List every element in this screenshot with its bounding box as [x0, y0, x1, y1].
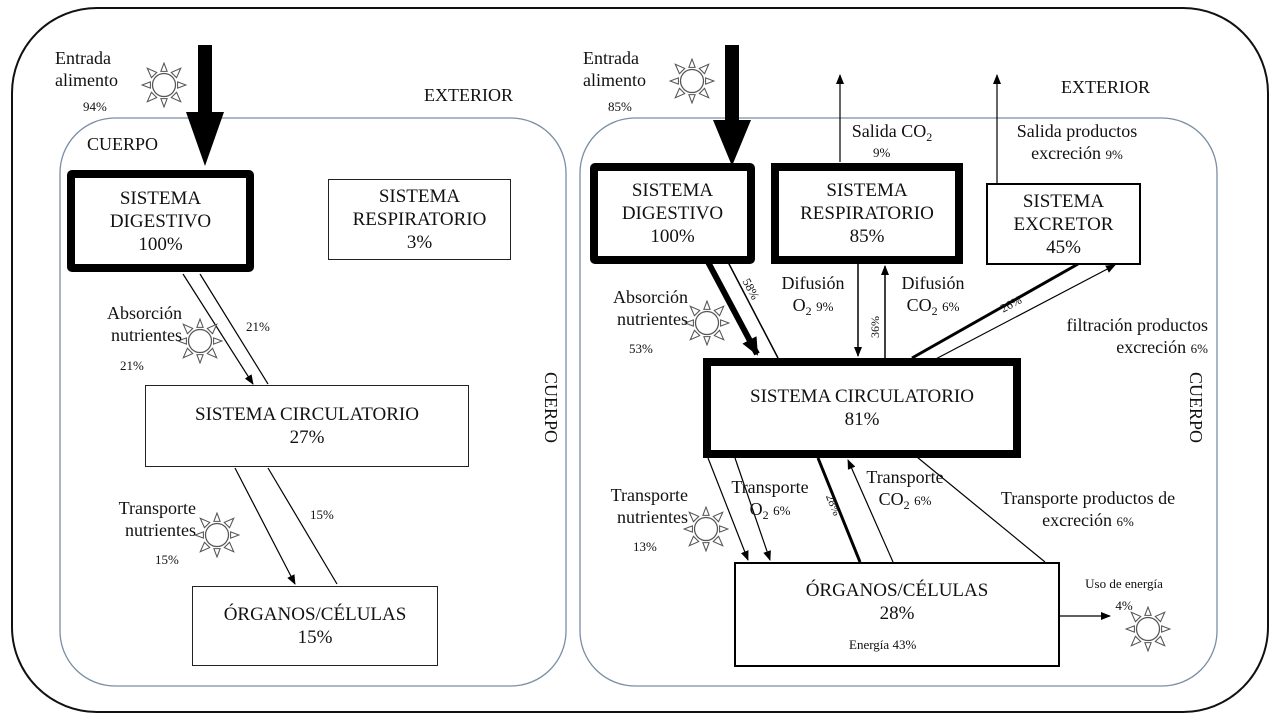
left-body-label: CUERPO	[87, 134, 159, 154]
left-sistema-circulatorio-box: SISTEMA CIRCULATORIO 27%	[145, 385, 469, 467]
right-salida-co2-label: Salida CO2	[851, 121, 933, 144]
right-filtracion-label: filtración productos excreción 6%	[1066, 315, 1208, 357]
slide-frame	[11, 7, 1269, 713]
right-sistema-circulatorio-box: SISTEMA CIRCULATORIO 81%	[703, 358, 1021, 458]
left-body-side-label: CUERPO	[541, 372, 561, 444]
right-transporte-co2-arrow	[847, 459, 894, 563]
right-absorcion-pct: 53%	[629, 341, 653, 356]
right-difusion-o2-label: Difusión O2 9%	[781, 273, 845, 318]
right-absorcion-arrow	[705, 260, 760, 356]
left-transporte-return-line	[267, 467, 338, 585]
left-sistema-respiratorio-box: SISTEMA RESPIRATORIO 3%	[328, 179, 511, 260]
right-transporte-excrecion-arrow	[905, 447, 1046, 563]
right-entrada-label: Entrada alimento	[583, 48, 646, 90]
right-transporte-28-line	[816, 457, 862, 563]
right-entrada-arrow	[713, 45, 751, 166]
right-entrada-pct: 85%	[608, 99, 632, 114]
right-organos-celulas-box: ÓRGANOS/CÉLULAS 28%	[734, 562, 1060, 667]
right-transporte-o2-label: Transporte O2 6%	[731, 477, 809, 522]
right-salida-co2-pct: 9%	[873, 145, 891, 160]
right-absorcion-return-line	[727, 261, 779, 359]
left-absorcion-pct: 21%	[120, 358, 144, 373]
left-transporte-pct: 15%	[155, 552, 179, 567]
right-transporte-co2-label: Transporte CO2 6%	[866, 467, 944, 512]
right-transporte-excrecion-label: Transporte productos de excreción 6%	[1000, 488, 1176, 530]
right-transporte-nutrientes-label: Transporte nutrientes	[610, 485, 688, 527]
right-absorcion-label: Absorción nutrientes	[613, 287, 688, 329]
left-transporte-arrow	[234, 467, 296, 585]
sun-icon	[669, 58, 715, 104]
right-sistema-excretor-box: SISTEMA EXCRETOR 45%	[986, 183, 1141, 265]
right-body-container	[579, 117, 1218, 687]
left-absorcion-arrow-pct: 21%	[246, 319, 270, 334]
right-transporte-o2-arrow	[734, 457, 771, 561]
left-entrada-pct: 94%	[83, 99, 107, 114]
sun-icon	[194, 512, 240, 558]
right-exterior-label: EXTERIOR	[1061, 77, 1150, 97]
left-entrada-arrow	[186, 45, 224, 166]
sun-icon	[177, 318, 223, 364]
right-difusion-co2-label: Difusión CO2 6%	[901, 273, 965, 318]
left-entrada-label: Entrada alimento	[55, 48, 118, 90]
sun-icon	[141, 62, 187, 108]
left-transporte-label: Transporte nutrientes	[118, 498, 196, 540]
right-sistema-respiratorio-box: SISTEMA RESPIRATORIO 85%	[771, 163, 963, 264]
left-organos-celulas-box: ÓRGANOS/CÉLULAS 15%	[192, 586, 438, 666]
left-transporte-arrow-pct: 15%	[310, 507, 334, 522]
right-salida-excrecion-label: Salida productos excreción 9%	[1016, 121, 1138, 163]
sun-icon	[684, 300, 730, 346]
right-transporte-nutrientes-arrow	[707, 457, 749, 561]
right-sistema-digestivo-box: SISTEMA DIGESTIVO 100%	[590, 163, 755, 264]
right-uso-energia-label: Uso de energía 4%	[1085, 576, 1163, 613]
left-absorcion-label: Absorción nutrientes	[107, 303, 182, 345]
right-filtracion-arrow	[929, 264, 1116, 363]
left-exterior-label: EXTERIOR	[424, 85, 513, 105]
left-sistema-digestivo-box: SISTEMA DIGESTIVO 100%	[67, 170, 254, 272]
right-transporte-nutrientes-pct: 13%	[633, 539, 657, 554]
right-difusion-co2-arrow-pct: 36%	[868, 316, 882, 338]
left-absorcion-return-line	[199, 273, 269, 385]
right-energia-label: Energía 43%	[849, 637, 917, 652]
right-filtracion-arrow-thick	[911, 262, 1079, 360]
right-body-side-label: CUERPO	[1186, 372, 1206, 444]
left-body-container	[59, 117, 567, 687]
left-absorcion-arrow	[182, 273, 254, 385]
